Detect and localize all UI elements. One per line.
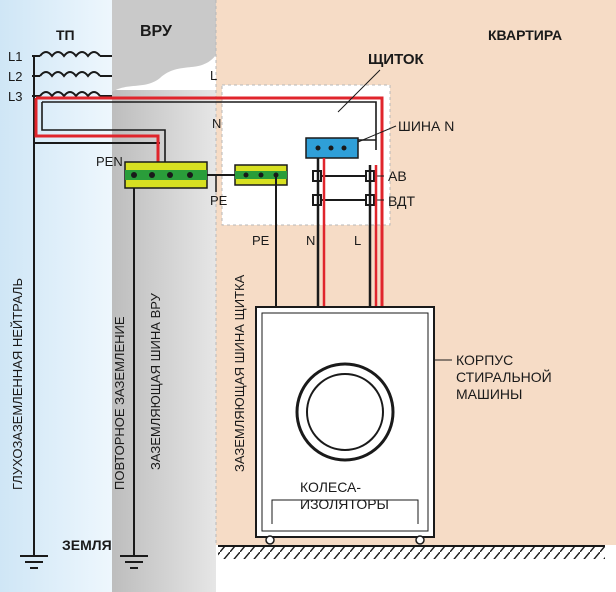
label-machine-body-3: МАШИНЫ — [456, 386, 522, 402]
label-phase-l1: L1 — [8, 49, 22, 64]
vru-bus-dots — [131, 172, 193, 178]
vlabel-vru-ground-bus: ЗАЗЕМЛЯЮЩАЯ ШИНА ВРУ — [148, 292, 163, 470]
label-apartment: КВАРТИРА — [488, 27, 562, 43]
ground-symbol-left — [20, 555, 48, 569]
washing-machine-drum-inner — [306, 373, 384, 451]
label-n-vru: N — [212, 116, 221, 131]
label-pen: PEN — [96, 154, 123, 169]
label-vdt: ВДТ — [388, 193, 416, 209]
label-bus-n: ШИНА N — [398, 118, 454, 134]
label-wheels-1: КОЛЕСА- — [300, 479, 361, 495]
ground-symbol-right — [120, 555, 148, 569]
vlabel-panel-ground-bus: ЗАЗЕМЛЯЮЩАЯ ШИНА ЩИТКА — [232, 274, 247, 472]
vru-ground-bus-stripe — [125, 170, 207, 180]
label-ground: ЗЕМЛЯ — [62, 537, 112, 553]
vlabel-solid-neutral: ГЛУХОЗАЗЕМЛЕННАЯ НЕЙТРАЛЬ — [10, 278, 25, 490]
vlabel-repeat-ground: ПОВТОРНОЕ ЗАЗЕМЛЕНИЕ — [112, 316, 127, 490]
label-tp: ТП — [56, 27, 75, 43]
label-pe-panel: PE — [252, 233, 270, 248]
label-n-panel: N — [306, 233, 315, 248]
label-machine-body-1: КОРПУС — [456, 352, 513, 368]
shchitok-pointer — [337, 69, 381, 113]
wheels-bracket — [271, 499, 419, 524]
label-pe-vru: PE — [210, 193, 228, 208]
label-wheels-2: ИЗОЛЯТОРЫ — [300, 496, 389, 512]
vru-top-block — [112, 0, 216, 92]
floor-hatch — [218, 547, 605, 559]
label-av: АВ — [388, 168, 407, 184]
label-l-vru: L — [210, 68, 217, 83]
label-shchitok: ЩИТОК — [368, 51, 425, 68]
washing-machine-inner — [261, 312, 429, 532]
phase-wire-red — [34, 96, 384, 330]
label-l-panel: L — [354, 233, 361, 248]
label-vru: ВРУ — [140, 23, 173, 40]
bus-n-pointer — [357, 125, 397, 143]
transformer-windings — [32, 51, 112, 98]
bus-n-dots — [315, 145, 347, 151]
label-machine-body-2: СТИРАЛЬНОЙ — [456, 368, 552, 385]
label-phase-l3: L3 — [8, 89, 22, 104]
label-phase-l2: L2 — [8, 69, 22, 84]
machine-wheels — [265, 535, 425, 545]
